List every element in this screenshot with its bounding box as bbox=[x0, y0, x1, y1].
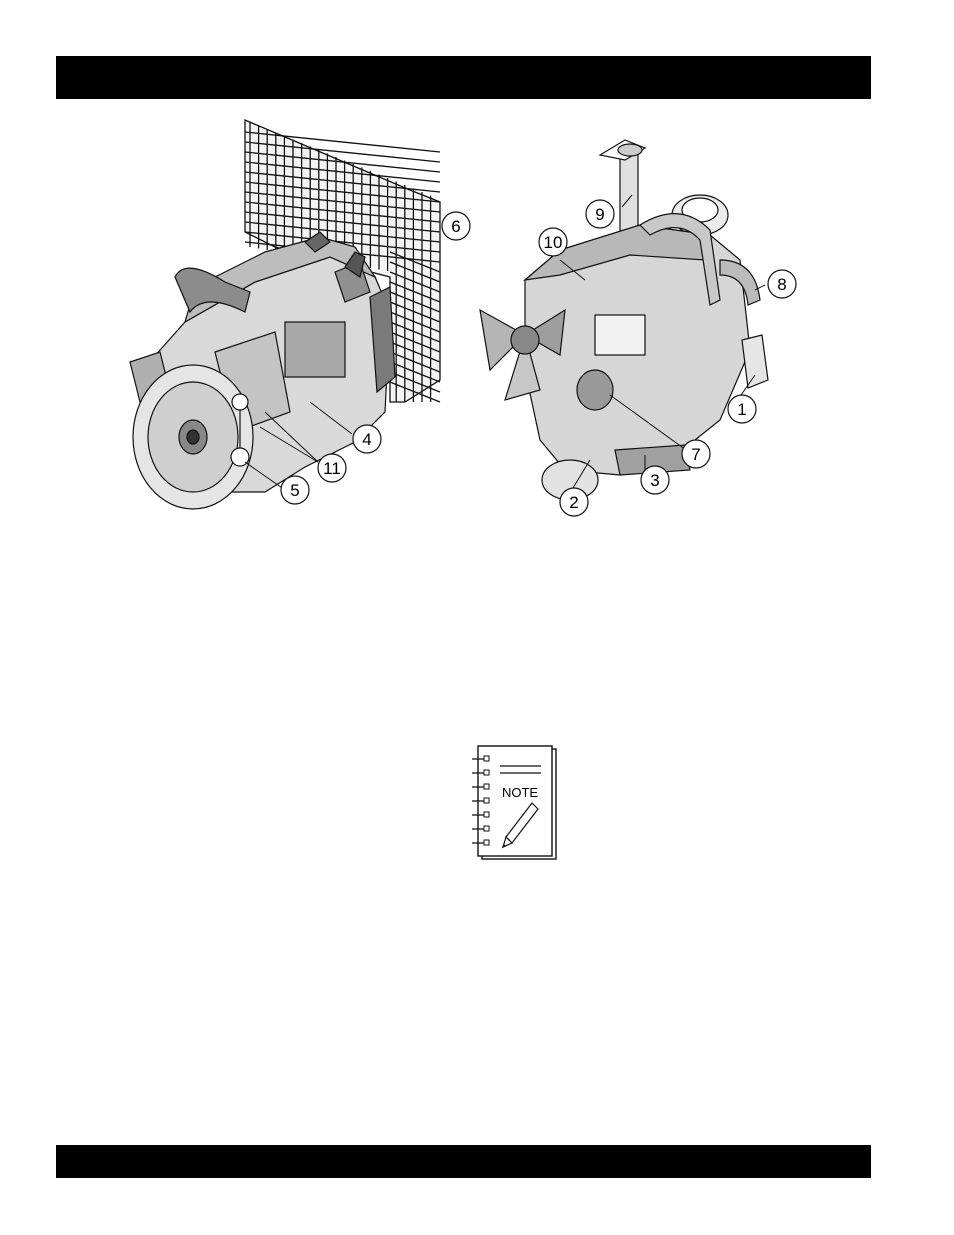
callout-7: 7 bbox=[682, 440, 710, 468]
callout-6: 6 bbox=[442, 212, 470, 240]
svg-text:6: 6 bbox=[451, 217, 460, 236]
svg-text:5: 5 bbox=[290, 481, 299, 500]
svg-text:8: 8 bbox=[777, 275, 786, 294]
engine-block bbox=[130, 232, 395, 509]
callout-2: 2 bbox=[560, 488, 588, 516]
footer-bar bbox=[56, 1145, 871, 1178]
svg-text:3: 3 bbox=[650, 471, 659, 490]
svg-text:4: 4 bbox=[362, 430, 371, 449]
note-notebook-icon: NOTE bbox=[470, 745, 560, 863]
note-label: NOTE bbox=[502, 785, 538, 800]
svg-text:7: 7 bbox=[691, 445, 700, 464]
callout-8: 8 bbox=[768, 270, 796, 298]
callout-3: 3 bbox=[641, 466, 669, 494]
svg-text:1: 1 bbox=[737, 400, 746, 419]
header-bar bbox=[56, 56, 871, 99]
callout-11: 11 bbox=[318, 454, 346, 482]
svg-text:9: 9 bbox=[595, 205, 604, 224]
svg-text:10: 10 bbox=[544, 233, 563, 252]
callout-10: 10 bbox=[539, 228, 567, 256]
svg-text:11: 11 bbox=[323, 459, 341, 478]
engine-left-illustration: 6 4 11 5 bbox=[115, 112, 490, 522]
engine-block bbox=[480, 140, 768, 500]
callout-4: 4 bbox=[353, 425, 381, 453]
callout-5: 5 bbox=[281, 476, 309, 504]
engine-right-illustration: 9 10 8 1 7 3 2 bbox=[470, 130, 810, 520]
callout-1: 1 bbox=[728, 395, 756, 423]
svg-text:2: 2 bbox=[569, 493, 578, 512]
callout-9: 9 bbox=[586, 200, 614, 228]
